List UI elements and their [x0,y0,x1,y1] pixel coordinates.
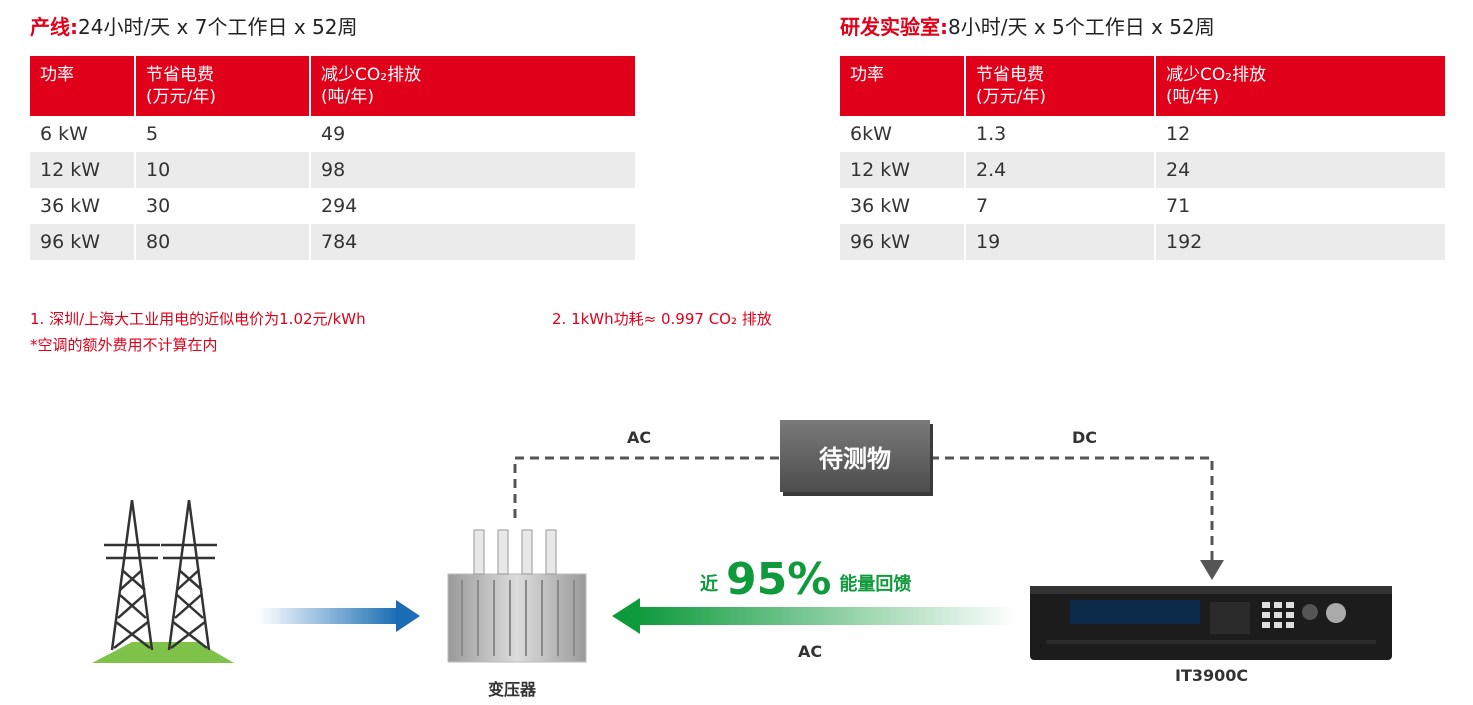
cell-power: 96 kW [30,224,135,260]
production-line-table-block: 产线:24小时/天 x 7个工作日 x 52周 功率 节省电费(万元/年) 减少… [30,14,635,260]
cell-power: 36 kW [40,195,101,217]
dashed-wiring [513,456,1214,560]
dc-top-label: DC [1072,428,1098,447]
rnd-lab-table: 功率 节省电费(万元/年) 减少CO₂排放(吨/年) 6kW 1.3 12 12… [840,56,1445,260]
rnd-lab-table-block: 研发实验室:8小时/天 x 5个工作日 x 52周 功率 节省电费(万元/年) … [840,14,1445,260]
device-under-test-box: 待测物 [780,420,930,492]
note-co2-factor: 2. 1kWh功耗≈ 0.997 CO₂ 排放 [552,310,772,328]
it3900c-instrument-icon [1030,586,1392,660]
transformer-icon [447,529,587,663]
ac-bottom-label: AC [798,642,823,661]
header-savings: 节省电费(万元/年) [134,56,310,116]
cell-co2: 24 [1154,152,1445,188]
production-line-title: 产线:24小时/天 x 7个工作日 x 52周 [30,14,635,44]
energy-regeneration-diagram: AC DC 待测物 近 95% 能量回馈 AC 变压器 IT3900C [0,380,1473,705]
footnotes: 1. 深圳/上海大工业用电的近似电价为1.02元/kWh 2. 1kWh功耗≈ … [30,306,772,358]
ac-top-label: AC [627,428,652,447]
grid-to-transformer-arrow [258,600,420,632]
cell-power: 96 kW [840,224,965,260]
title-rest: 24小时/天 x 7个工作日 x 52周 [78,15,358,39]
table-row: 96 kW 19 192 [840,224,1445,260]
down-arrow-icon [1200,560,1224,580]
efficiency-percent: 95% [726,554,832,605]
cell-savings: 1.3 [964,116,1155,152]
note-electricity-price: 1. 深圳/上海大工业用电的近似电价为1.02元/kWh [30,310,366,328]
regeneration-efficiency: 近 95% 能量回馈 [700,558,911,602]
cell-savings: 2.4 [964,152,1155,188]
header-co2: 减少CO₂排放(吨/年) [309,56,635,116]
transformer-label: 变压器 [488,680,537,699]
cell-power: 6kW [850,123,892,145]
table-row: 6 kW 5 49 [30,116,635,152]
header-power: 功率 [30,56,135,116]
cell-savings: 7 [964,188,1155,224]
cell-savings: 30 [134,188,310,224]
title-label: 研发实验室: [840,15,948,39]
rnd-lab-title: 研发实验室:8小时/天 x 5个工作日 x 52周 [840,14,1445,44]
diagram-graphics [92,456,1392,663]
cell-co2: 192 [1154,224,1445,260]
table-row: 96 kW 80 784 [30,224,635,260]
dut-label: 待测物 [819,444,891,473]
cell-co2: 71 [1154,188,1445,224]
table-row: 36 kW 30 294 [30,188,635,224]
suffix-label: 能量回馈 [839,574,912,595]
title-label: 产线: [30,15,78,39]
instrument-label: IT3900C [1175,666,1249,685]
title-rest: 8小时/天 x 5个工作日 x 52周 [948,15,1215,39]
table-row: 36 kW 7 71 [840,188,1445,224]
table-row: 12 kW 2.4 24 [840,152,1445,188]
cell-savings: 80 [134,224,310,260]
cell-power: 12 kW [840,152,965,188]
production-line-table: 功率 节省电费(万元/年) 减少CO₂排放(吨/年) 6 kW 5 49 12 … [30,56,635,260]
cell-power: 36 kW [850,195,911,217]
cell-savings: 19 [964,224,1155,260]
cell-co2: 49 [309,116,635,152]
header-co2: 减少CO₂排放(吨/年) [1154,56,1445,116]
table-row: 6kW 1.3 12 [840,116,1445,152]
header-power: 功率 [840,56,965,116]
cell-power: 12 kW [30,152,135,188]
cell-savings: 10 [134,152,310,188]
cell-savings: 5 [134,116,310,152]
cell-co2: 294 [309,188,635,224]
header-savings: 节省电费(万元/年) [964,56,1155,116]
cell-co2: 784 [309,224,635,260]
note-air-conditioning: *空调的额外费用不计算在内 [30,336,218,354]
regeneration-arrow [612,598,1018,634]
table-row: 12 kW 10 98 [30,152,635,188]
power-tower-icon [92,499,234,663]
cell-co2: 12 [1154,116,1445,152]
cell-co2: 98 [309,152,635,188]
cell-power: 6 kW [40,123,88,145]
prefix-label: 近 [700,574,718,595]
